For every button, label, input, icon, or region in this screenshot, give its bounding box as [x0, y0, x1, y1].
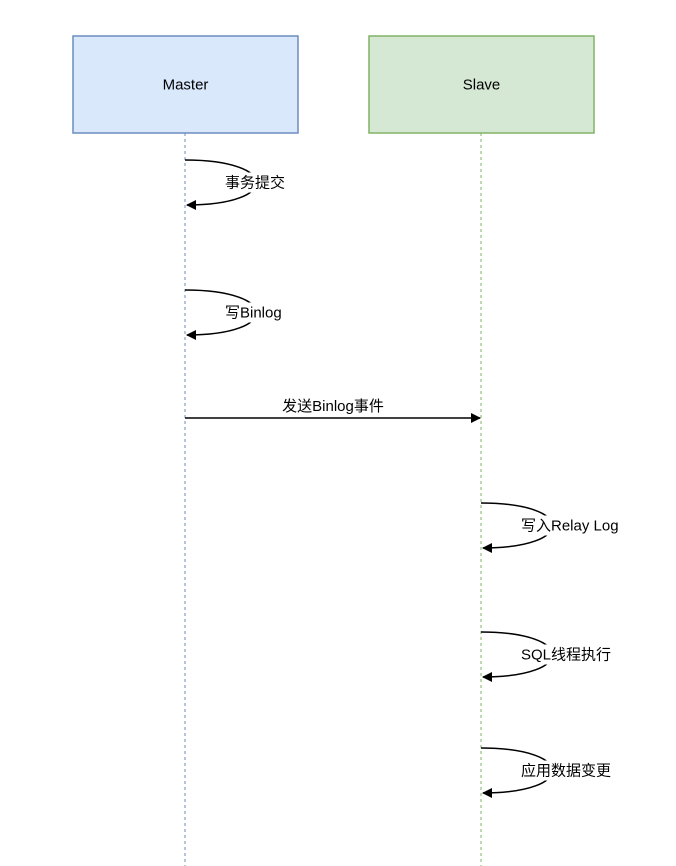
label-background	[237, 398, 429, 417]
label-background	[520, 760, 613, 781]
message-label: 写入Relay Log	[521, 518, 619, 535]
label-background	[224, 172, 287, 193]
message-label: SQL线程执行	[521, 647, 611, 664]
message-label: 事务提交	[225, 174, 285, 192]
participant-label: Slave	[463, 77, 501, 94]
label-background	[520, 515, 620, 536]
message-label: 发送Binlog事件	[282, 398, 384, 415]
message-label: 应用数据变更	[521, 762, 611, 780]
participant-box-master	[72, 35, 299, 134]
participant-box-slave	[368, 35, 595, 134]
participant-label: Master	[163, 77, 209, 94]
label-background	[520, 644, 613, 665]
label-background	[224, 302, 283, 323]
message-label: 写Binlog	[225, 305, 282, 322]
